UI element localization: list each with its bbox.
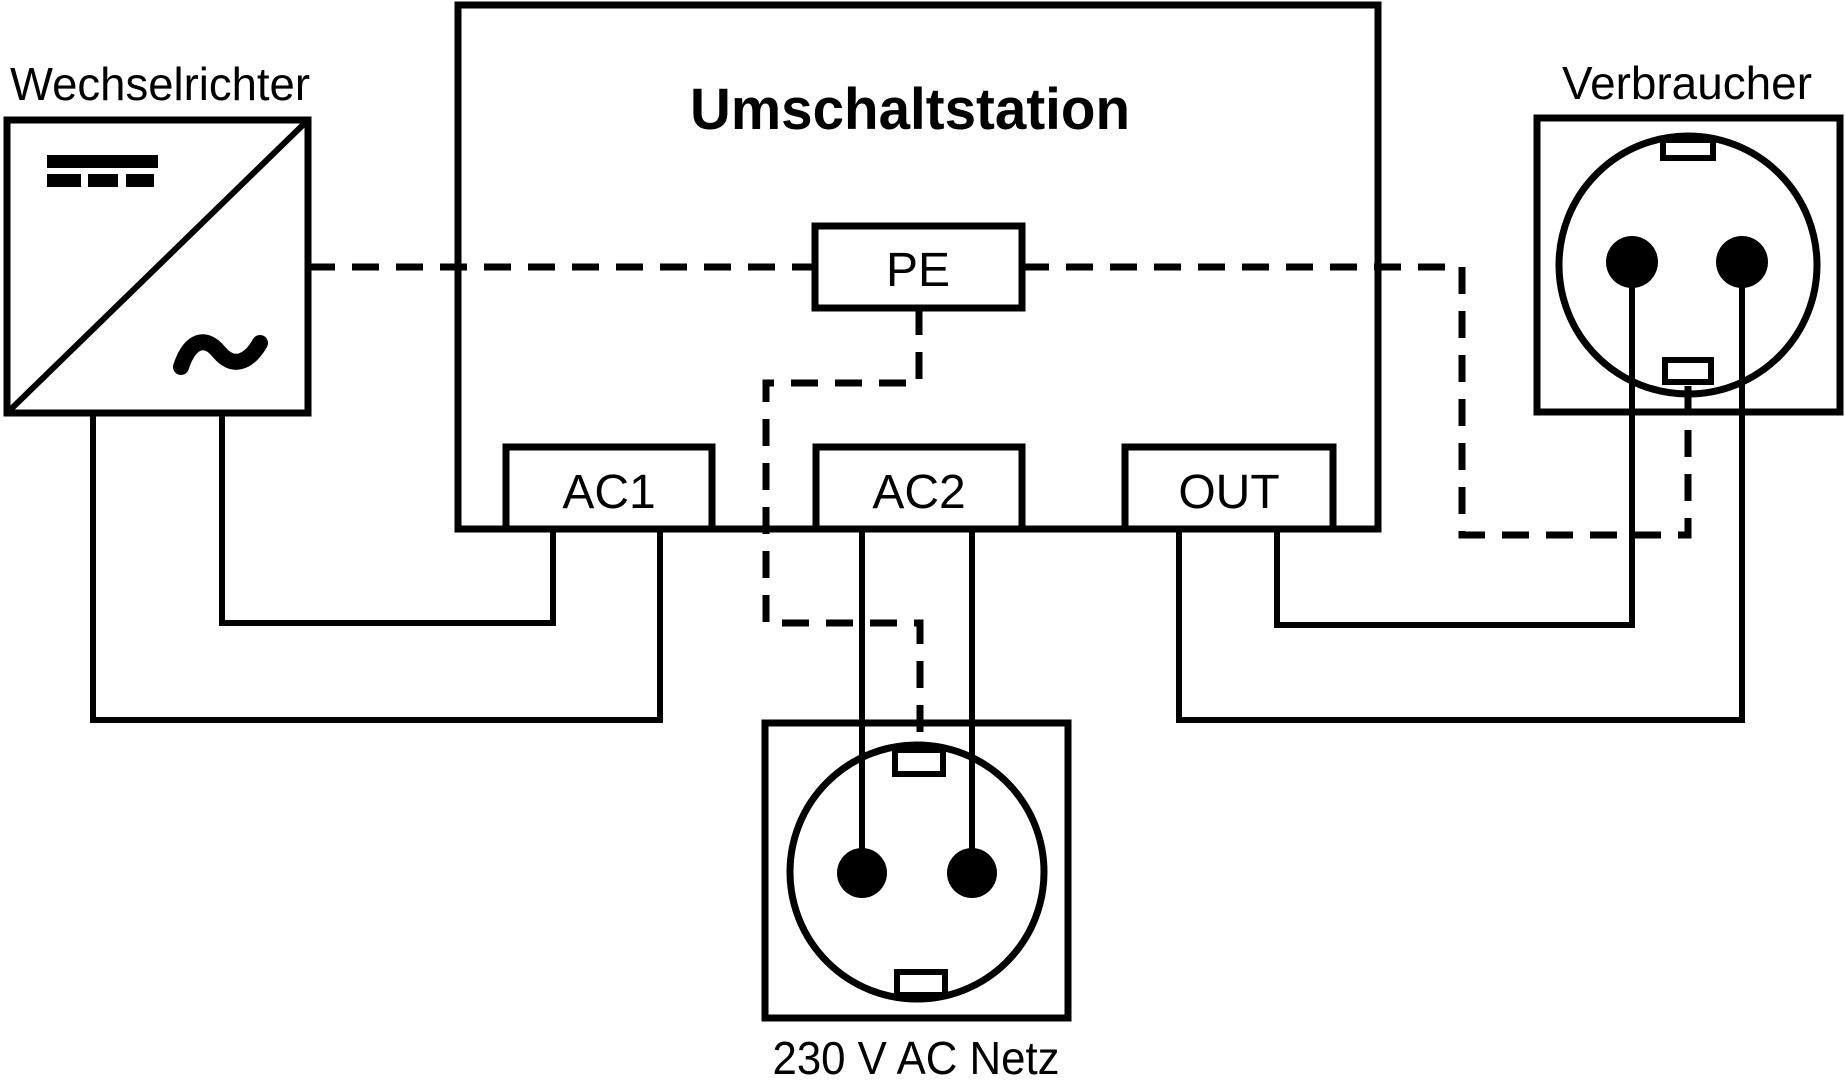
inverter-diagonal: [4, 117, 311, 416]
grid-socket-outline: [786, 741, 1048, 1003]
wire-inverter-to-ac1-right: [90, 413, 663, 723]
ac1-port-box: [502, 443, 716, 533]
pe-wires: [308, 263, 1692, 753]
grid-earth-notch-bottom: [894, 969, 948, 998]
consumer-socket: [1533, 114, 1844, 416]
out-port-label: OUT: [1178, 466, 1279, 519]
pe-wire-pe-to-consumer: [1022, 263, 1692, 539]
consumer-socket-outline: [1555, 132, 1821, 398]
ac-wires: [90, 262, 1745, 873]
dc-symbol-icon: [47, 155, 158, 187]
wire-out-to-consumer-right: [1176, 262, 1745, 723]
consumer-earth-notch-top: [1660, 137, 1716, 161]
pe-wire-pe-to-grid: [762, 308, 924, 753]
consumer-earth-notch-bottom: [1662, 357, 1714, 385]
wire-out-to-consumer-left: [1274, 262, 1635, 628]
grid-earth-notch-top: [892, 747, 946, 777]
consumer-label: Verbraucher: [1562, 57, 1812, 109]
out-port-box: [1121, 443, 1337, 533]
ac2-port-box: [812, 443, 1026, 533]
inverter-label: Wechselrichter: [10, 58, 310, 110]
ac-wave-icon: [173, 334, 268, 375]
ac1-port-label: AC1: [562, 466, 655, 519]
inverter: [3, 116, 312, 417]
ac2-port-label: AC2: [872, 466, 965, 519]
pe-port-label: PE: [886, 244, 950, 297]
wire-inverter-to-ac1-left: [219, 413, 556, 626]
switching-station-title: Umschaltstation: [690, 77, 1130, 142]
grid-label: 230 V AC Netz: [773, 1032, 1060, 1082]
grid-socket: [761, 719, 1072, 1022]
